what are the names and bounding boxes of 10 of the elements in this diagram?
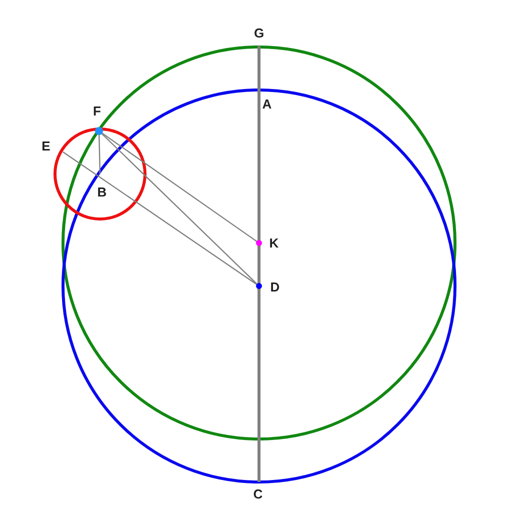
point-label: G	[254, 26, 264, 40]
point-label: C	[253, 488, 263, 500]
point-label: F	[93, 104, 101, 118]
point-label: B	[97, 186, 107, 198]
point-label: K	[269, 236, 279, 250]
line-segment	[258, 46, 260, 482]
point-label: A	[262, 98, 272, 110]
line-segment	[62, 152, 260, 286]
point-label: E	[42, 140, 50, 152]
point-label: D	[270, 280, 280, 294]
